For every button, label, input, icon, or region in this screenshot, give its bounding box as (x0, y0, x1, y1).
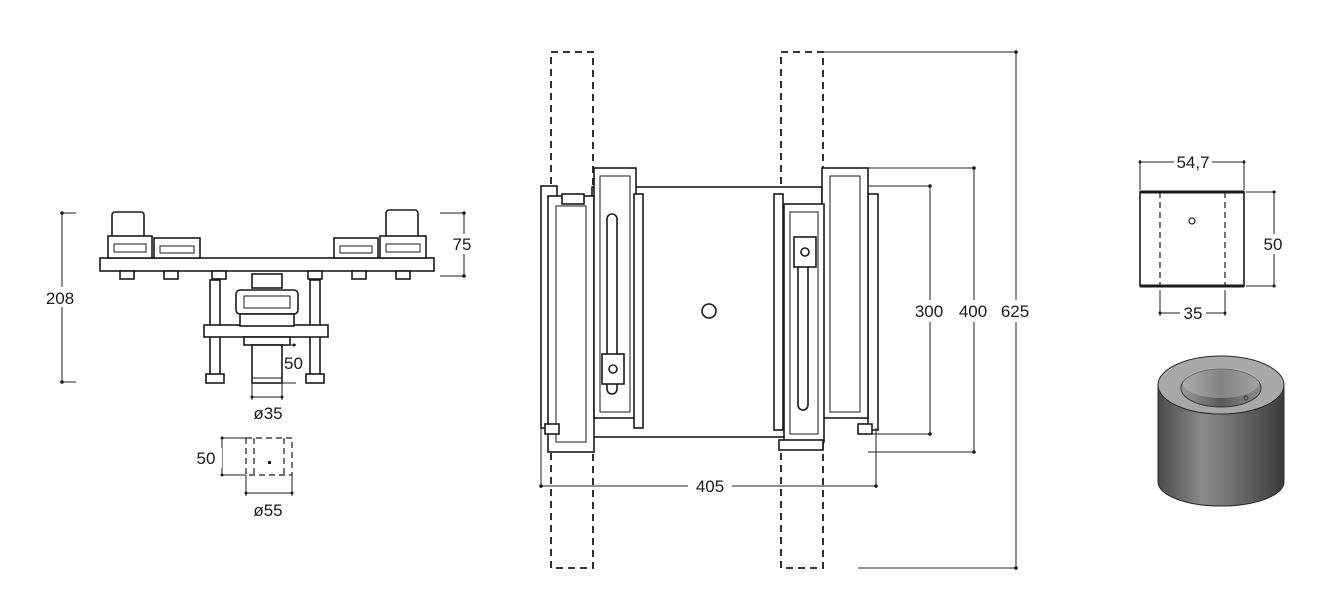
front-center-hole (701, 303, 717, 319)
side-left-clamp (107, 235, 153, 259)
front-right-slider (793, 236, 817, 268)
front-right-channel (821, 167, 869, 419)
side-right-clamp (379, 235, 427, 259)
side-left-clamp-2 (153, 237, 201, 259)
dim-side-top-height: 75 (453, 235, 472, 254)
dim-bushing-outer: 54,7 (1176, 153, 1209, 172)
dim-front-mid-height: 400 (959, 302, 987, 321)
side-sleeve (245, 437, 293, 476)
side-shaft (251, 344, 283, 384)
dim-front-total-height: 625 (1001, 302, 1029, 321)
bushing-3d-render (1157, 355, 1285, 507)
side-view: 208 75 50 ø35 50 ø55 (40, 209, 478, 520)
front-left-slider (601, 353, 625, 385)
dim-front-inner-height: 300 (915, 302, 943, 321)
dim-side-height: 208 (46, 289, 74, 308)
side-hub-top (251, 273, 283, 289)
front-left-slot (606, 213, 618, 395)
dim-bushing-inner: 35 (1184, 304, 1203, 323)
dim-sleeve-diameter: ø55 (253, 501, 282, 520)
front-right-slot (797, 249, 809, 411)
bushing-side-profile (1139, 191, 1245, 287)
front-view: 405 300 400 625 (539, 50, 1036, 570)
dim-sleeve-height: 50 (197, 449, 216, 468)
dim-bushing-height: 50 (1264, 235, 1283, 254)
side-right-clamp-2 (333, 237, 379, 259)
dim-front-width: 405 (696, 477, 724, 496)
side-base-plate (99, 257, 435, 272)
front-right-rail (867, 193, 879, 431)
front-left-bracket (547, 195, 595, 453)
dim-shaft-length: 50 (284, 354, 303, 373)
bushing-view: 54,7 50 35 (1138, 152, 1288, 507)
dim-shaft-diameter: ø35 (253, 404, 282, 423)
side-hub (235, 289, 299, 315)
